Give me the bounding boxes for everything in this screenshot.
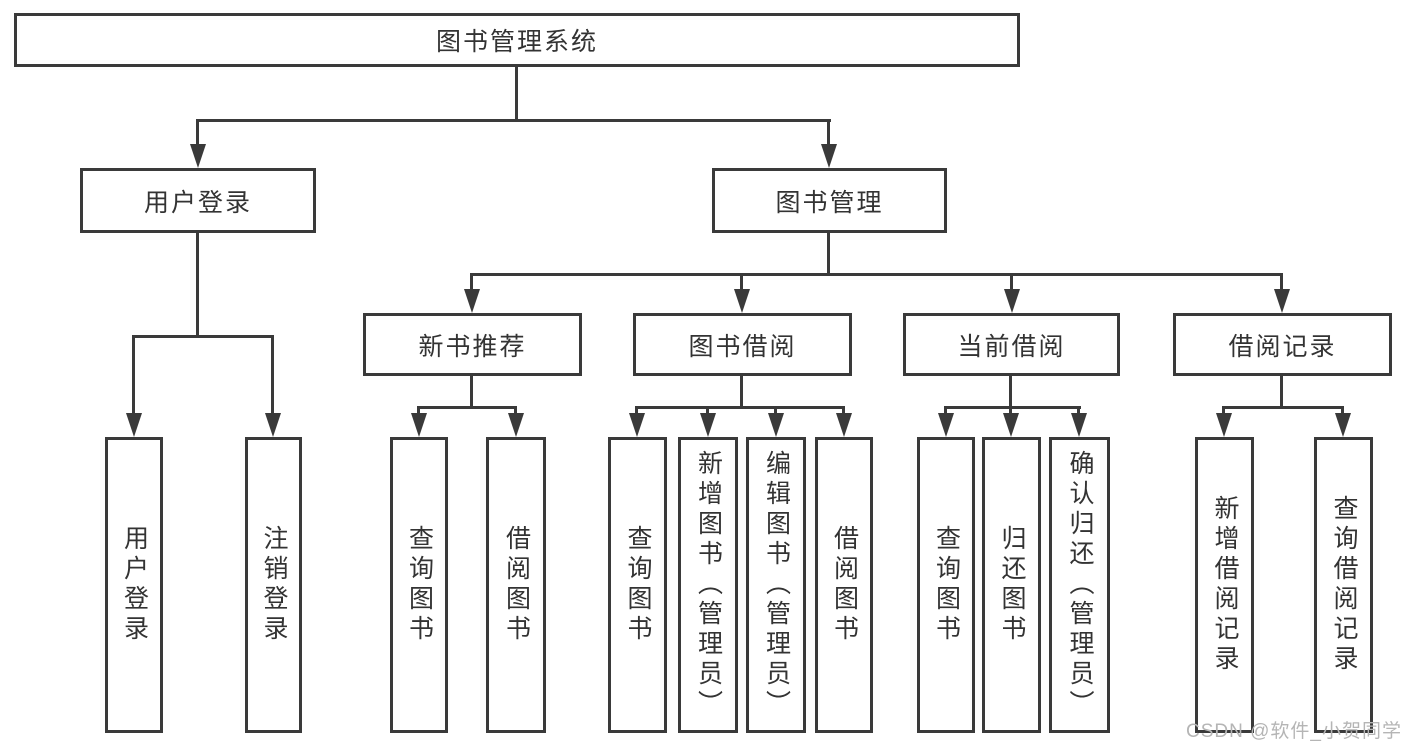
arrowhead [836,413,852,437]
node-borrowing-records: 借阅记录 [1173,313,1392,376]
drop-line [417,406,420,416]
leaf-borrow-books-borrowing: 借阅图书 [815,437,873,733]
drop-line [706,406,709,416]
arrowhead [190,144,206,168]
stem-line [1280,376,1283,408]
drop-line [196,119,199,147]
branch-line [470,273,1283,276]
arrowhead [1003,413,1019,437]
drop-line [1280,273,1283,291]
branch-line [635,406,845,409]
arrowhead [1274,289,1290,313]
drop-line [827,119,830,147]
leaf-add-books-admin: 新增图书（管理员） [678,437,738,733]
node-current-borrowing: 当前借阅 [903,313,1120,376]
drop-line [1222,406,1225,416]
leaf-edit-books-admin: 编辑图书（管理员） [746,437,806,733]
arrowhead [821,144,837,168]
csdn-watermark: CSDN @软件_小贺同学 [1186,721,1402,742]
leaf-query-borrow-record: 查询借阅记录 [1314,437,1373,733]
drop-line [842,406,845,416]
branch-line [132,335,274,338]
branch-line [944,406,1081,409]
arrowhead [938,413,954,437]
leaf-query-books-recommend: 查询图书 [390,437,448,733]
drop-line [944,406,947,416]
arrowhead [1216,413,1232,437]
drop-line [514,406,517,416]
drop-line [774,406,777,416]
stem-line [470,376,473,408]
drop-line [1341,406,1344,416]
node-book-borrowing: 图书借阅 [633,313,852,376]
drop-line [1009,406,1012,416]
leaf-query-books-current: 查询图书 [917,437,975,733]
leaf-return-books: 归还图书 [982,437,1041,733]
leaf-logout: 注销登录 [245,437,302,733]
node-book-management: 图书管理 [712,168,947,233]
branch-line [197,119,831,122]
arrowhead [464,289,480,313]
leaf-query-books-borrowing: 查询图书 [608,437,667,733]
arrowhead [700,413,716,437]
arrowhead [265,413,281,437]
drop-line [740,273,743,291]
arrowhead [629,413,645,437]
stem-line [515,67,518,121]
leaf-borrow-books-recommend: 借阅图书 [486,437,546,733]
branch-line [417,406,517,409]
drop-line [635,406,638,416]
stem-line [1009,376,1012,408]
arrowhead [1335,413,1351,437]
arrowhead [411,413,427,437]
stem-line [740,376,743,408]
arrowhead [734,289,750,313]
node-new-book-recommend: 新书推荐 [363,313,582,376]
stem-line [827,233,830,275]
leaf-confirm-return-admin: 确认归还（管理员） [1049,437,1110,733]
arrowhead [508,413,524,437]
node-user-login: 用户登录 [80,168,316,233]
arrowhead [1004,289,1020,313]
arrowhead [126,413,142,437]
arrowhead [1071,413,1087,437]
drop-line [1010,273,1013,291]
stem-line [196,233,199,338]
branch-line [1222,406,1344,409]
leaf-add-borrow-record: 新增借阅记录 [1195,437,1254,733]
node-library-system: 图书管理系统 [14,13,1020,67]
drop-line [271,335,274,415]
drop-line [1077,406,1080,416]
leaf-user-login: 用户登录 [105,437,163,733]
arrowhead [768,413,784,437]
drop-line [132,335,135,415]
drop-line [470,273,473,291]
